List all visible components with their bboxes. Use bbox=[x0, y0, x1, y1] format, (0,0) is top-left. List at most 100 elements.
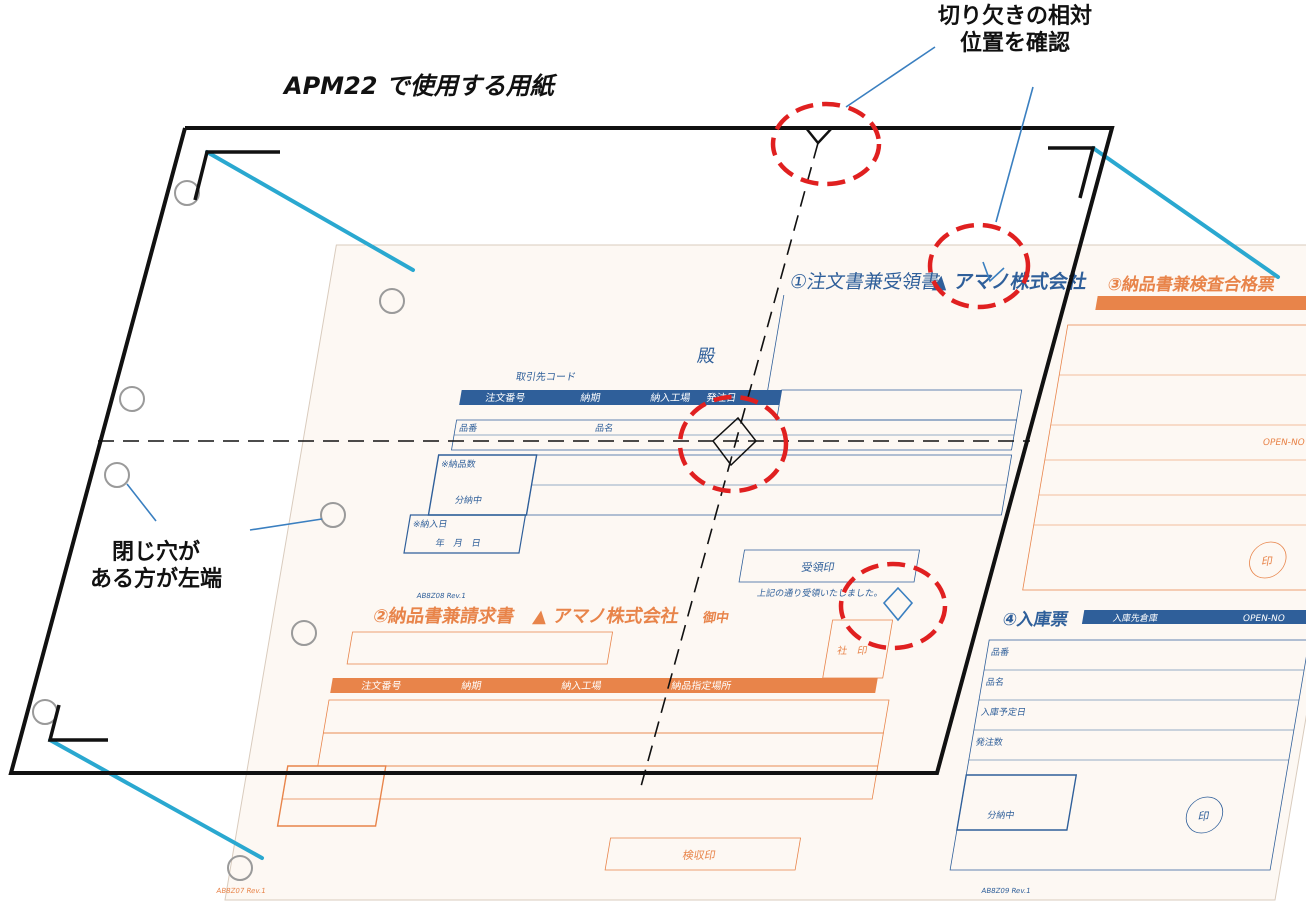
holes-callout-line1: 閉じ穴が bbox=[112, 540, 201, 565]
holes-callout: 閉じ穴が ある方が左端 bbox=[90, 540, 222, 594]
section-3-inspection: ③納品書兼検査合格票 OPEN-NO 印 bbox=[1022, 274, 1306, 591]
sec2-header-3: 納品指定場所 bbox=[670, 679, 732, 692]
binding-hole bbox=[379, 288, 405, 314]
diagram-title: APM22 で使用する用紙 bbox=[284, 72, 554, 101]
sec2-company: ▲ アマノ株式会社 bbox=[531, 605, 680, 627]
sec3-stamp-circle bbox=[1249, 541, 1287, 579]
leader-holes-inner bbox=[249, 518, 323, 531]
notch-callout: 切り欠きの相対 位置を確認 bbox=[938, 4, 1092, 58]
section-1-order-receipt: ①注文書兼受領書 ▲ アマノ株式会社 殿 取引先コード 注文番号 納期 納入工場… bbox=[403, 270, 1089, 600]
binding-hole bbox=[291, 620, 317, 646]
sec2-title: ②納品書兼請求書 bbox=[371, 605, 516, 627]
binding-hole bbox=[320, 502, 346, 528]
sec1-title: ①注文書兼受領書 bbox=[788, 270, 942, 293]
notch-top bbox=[805, 127, 833, 145]
sec1-partial: 分納中 bbox=[454, 494, 483, 506]
sec1-row-label-0: 品番 bbox=[458, 422, 478, 434]
frame-outline bbox=[8, 126, 1115, 775]
binding-hole bbox=[174, 180, 200, 206]
sec4-form-code: AB8Z09 Rev.1 bbox=[981, 886, 1032, 895]
sec4-label-0: 品番 bbox=[990, 646, 1010, 658]
sec1-divider bbox=[767, 295, 785, 390]
sec4-stamp: 印 bbox=[1197, 810, 1210, 823]
sec3-stamp: 印 bbox=[1260, 555, 1273, 568]
notch-right bbox=[982, 261, 1005, 283]
corner-mark-top-right bbox=[1048, 146, 1096, 199]
sec2-header-0: 注文番号 bbox=[360, 679, 402, 692]
form-sheet: ①注文書兼受領書 ▲ アマノ株式会社 殿 取引先コード 注文番号 納期 納入工場… bbox=[216, 244, 1306, 901]
sec3-title: ③納品書兼検査合格票 bbox=[1106, 274, 1277, 295]
sec1-receipt-note: 上記の通り受領いたしました。 bbox=[756, 587, 884, 599]
binding-hole bbox=[119, 386, 145, 412]
diagram-title-text: APM22 で使用する用紙 bbox=[284, 72, 554, 100]
holes-callout-line2: ある方が左端 bbox=[90, 566, 223, 592]
highlight-center-notch bbox=[677, 394, 789, 494]
corner-mark-top-left bbox=[193, 150, 280, 201]
sec2-header-1: 納期 bbox=[460, 679, 482, 692]
notch-highlights bbox=[677, 101, 1031, 651]
leader-notch-top bbox=[845, 46, 936, 108]
notch-lower-diamond bbox=[882, 586, 914, 622]
binding-hole bbox=[104, 462, 130, 488]
sec1-header-1: 納期 bbox=[579, 391, 601, 404]
sec2-header-2: 納入工場 bbox=[560, 679, 602, 692]
section-4-warehouse: ④入庫票 入庫先倉庫 OPEN-NO 品番 品名 入庫予定日 発注数 分納中 印… bbox=[949, 609, 1306, 895]
sec2-suffix: 御中 bbox=[701, 609, 731, 626]
binding-hole bbox=[227, 855, 253, 881]
leader-holes-outer bbox=[126, 483, 157, 522]
notch-callout-line1: 切り欠きの相対 bbox=[938, 4, 1093, 29]
sec4-qty-box bbox=[956, 774, 1078, 831]
sec4-title: ④入庫票 bbox=[1001, 609, 1070, 630]
corner-mark-bottom-left bbox=[47, 704, 108, 742]
center-guides bbox=[98, 142, 1030, 791]
sec4-header-bar bbox=[1081, 610, 1306, 624]
sec1-receipt-box bbox=[738, 549, 920, 583]
sec1-header-bar bbox=[459, 390, 782, 405]
sec3-openno: OPEN-NO bbox=[1262, 438, 1306, 448]
sec2-address-box bbox=[346, 631, 614, 665]
sec1-receipt-stamp: 受領印 bbox=[800, 560, 835, 574]
paper-frame bbox=[8, 126, 1115, 775]
sec1-addressee: 殿 bbox=[696, 346, 718, 367]
corner-marks bbox=[47, 146, 1096, 742]
sec2-stamp: 社 印 bbox=[836, 644, 868, 657]
highlight-lower-notch bbox=[838, 561, 948, 651]
sec1-header-0: 注文番号 bbox=[484, 391, 526, 404]
sec2-header-bar bbox=[330, 678, 878, 693]
highlight-top-notch bbox=[770, 101, 882, 187]
leader-lines bbox=[126, 46, 1034, 531]
notch-marks bbox=[711, 127, 833, 467]
sec3-top-bar bbox=[1095, 296, 1306, 310]
notch-center-diamond bbox=[711, 416, 758, 467]
sec2-form-code: AB8Z07 Rev.1 bbox=[216, 886, 267, 895]
notch-marks-blue bbox=[882, 261, 1005, 622]
sec4-header-left: 入庫先倉庫 bbox=[1112, 612, 1159, 624]
vertical-center-line bbox=[639, 142, 819, 791]
sec2-inspection-stamp: 検収印 bbox=[681, 848, 716, 862]
sec4-label-2: 入庫予定日 bbox=[980, 706, 1027, 718]
sec1-qty-label: ※納品数 bbox=[440, 458, 477, 470]
sec4-partial: 分納中 bbox=[986, 809, 1015, 821]
notch-callout-line2: 位置を確認 bbox=[960, 30, 1071, 56]
sec4-stamp-circle bbox=[1185, 796, 1224, 834]
sec2-inspection-box bbox=[604, 837, 802, 871]
sec3-main-box bbox=[1022, 324, 1306, 591]
sec1-date-parts: 年 月 日 bbox=[435, 537, 482, 549]
sec1-form-code: AB8Z08 Rev.1 bbox=[416, 591, 467, 600]
sec4-header-right: OPEN-NO bbox=[1242, 614, 1286, 624]
sec1-header-2: 納入工場 bbox=[649, 391, 691, 404]
sec1-row-label-1: 品名 bbox=[594, 422, 614, 434]
sec1-date-box bbox=[403, 514, 527, 554]
form-paper bbox=[224, 244, 1306, 901]
sec1-company: ▲ アマノ株式会社 bbox=[931, 270, 1088, 293]
highlight-right-notch bbox=[927, 222, 1031, 310]
guide-line-bottom-left bbox=[48, 738, 264, 860]
sec2-qty-box bbox=[276, 765, 387, 827]
sec1-delivery-date: ※納入日 bbox=[412, 518, 449, 530]
section-2-delivery-invoice: ②納品書兼請求書 ▲ アマノ株式会社 御中 社 印 注文番号 納期 納入工場 納… bbox=[216, 605, 894, 895]
sec4-label-1: 品名 bbox=[985, 676, 1005, 688]
guide-line-top-right bbox=[1091, 146, 1280, 279]
sec4-label-3: 発注数 bbox=[975, 736, 1004, 748]
leader-notch-right bbox=[995, 86, 1034, 223]
